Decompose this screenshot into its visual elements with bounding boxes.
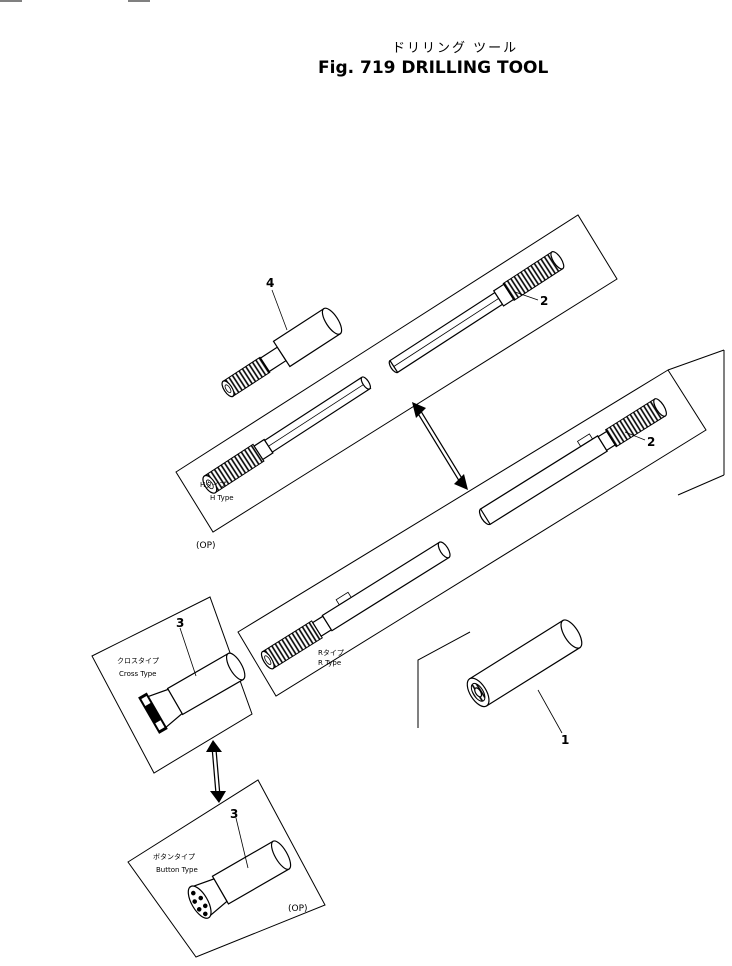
button-type-label-jp: ボタンタイプ bbox=[153, 852, 195, 861]
r-type-group: Rタイプ R Type 2 bbox=[237, 349, 725, 697]
interchange-arrow-rods bbox=[412, 402, 468, 490]
r-type-frame bbox=[237, 369, 707, 697]
cross-type-bit-group: クロスタイプ Cross Type 3 bbox=[91, 596, 253, 774]
callout-3-cross: 3 bbox=[176, 616, 184, 630]
button-type-bit-group: ボタンタイプ Button Type (OP) 3 bbox=[127, 779, 326, 958]
h-type-group: Hタイプ H Type (OP) 4 2 bbox=[175, 214, 618, 551]
h-rod-end bbox=[202, 474, 218, 494]
cross-type-label-en: Cross Type bbox=[119, 670, 157, 678]
h-type-label-jp: Hタイプ bbox=[200, 480, 226, 489]
op-label-lower: (OP) bbox=[288, 904, 308, 914]
interchange-arrow-bits bbox=[206, 740, 226, 803]
callout-2-upper: 2 bbox=[540, 294, 548, 308]
h-type-rod bbox=[202, 251, 565, 494]
r-type-label-jp: Rタイプ bbox=[318, 648, 344, 657]
h-type-label-en: H Type bbox=[210, 494, 234, 502]
cross-type-frame bbox=[91, 596, 253, 774]
callout-3-button: 3 bbox=[230, 807, 238, 821]
button-type-frame bbox=[127, 779, 326, 958]
r-type-label-en: R Type bbox=[318, 659, 341, 667]
title-english: Fig. 719 DRILLING TOOL bbox=[318, 58, 549, 78]
r-rod-shank-upper bbox=[479, 435, 608, 526]
op-label-upper: (OP) bbox=[196, 541, 216, 551]
shank-adapter-part-4 bbox=[221, 307, 343, 398]
button-type-label-en: Button Type bbox=[156, 866, 198, 874]
r-rod-shank bbox=[321, 541, 450, 632]
h-type-frame bbox=[175, 214, 618, 533]
callout-2-lower: 2 bbox=[647, 435, 655, 449]
title-japanese: ドリリング ツール bbox=[392, 41, 518, 56]
callout-1: 1 bbox=[561, 733, 569, 747]
coupling-sleeve-part-1: 1 bbox=[417, 619, 583, 747]
cross-type-label-jp: クロスタイプ bbox=[117, 656, 159, 665]
callout-4: 4 bbox=[266, 276, 274, 290]
